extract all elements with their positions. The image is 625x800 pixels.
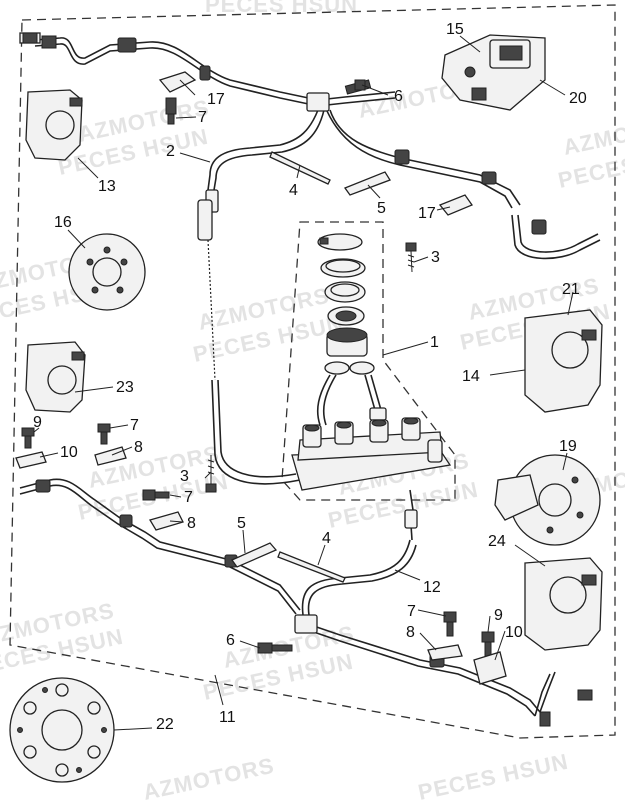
callout-20: 20 <box>569 90 587 107</box>
callout-6: 6 <box>226 632 235 649</box>
callout-22: 22 <box>156 716 174 733</box>
bolt <box>142 489 170 501</box>
bolt <box>97 423 111 445</box>
callout-21: 21 <box>562 281 580 298</box>
bolt <box>443 611 457 637</box>
callout-10: 10 <box>505 624 523 641</box>
bolt <box>167 113 175 125</box>
callout-7: 7 <box>407 603 416 620</box>
callout-9: 9 <box>33 414 42 431</box>
hose-clip <box>94 446 127 466</box>
callout-6: 6 <box>394 88 403 105</box>
callout-17: 17 <box>418 205 436 222</box>
callout-12: 12 <box>423 579 441 596</box>
bolt <box>257 642 293 654</box>
caliper-23 <box>25 341 86 413</box>
hose-clip <box>15 451 47 469</box>
hose-clip <box>473 651 507 685</box>
caliper-14 <box>524 309 603 413</box>
bolt <box>354 79 366 91</box>
brake-disc-16 <box>68 233 146 311</box>
callout-23: 23 <box>116 379 134 396</box>
hose-clip <box>438 194 473 216</box>
callout-2: 2 <box>166 143 175 160</box>
callout-13: 13 <box>98 178 116 195</box>
callout-1: 1 <box>430 334 439 351</box>
callout-3: 3 <box>431 249 440 266</box>
callout-labels: 1 2 3 3 4 4 5 5 6 6 7 7 7 7 8 8 8 9 9 10… <box>33 21 587 733</box>
screw <box>205 455 217 493</box>
parking-caliper-20 <box>441 34 546 111</box>
callout-24: 24 <box>488 533 506 550</box>
callout-5: 5 <box>377 200 386 217</box>
screw <box>405 242 417 273</box>
bolt <box>21 427 35 449</box>
caliper-13 <box>25 89 83 161</box>
cable-tie <box>277 551 346 583</box>
hose-clip <box>427 644 463 661</box>
hose-clip <box>158 71 197 93</box>
callout-7: 7 <box>130 417 139 434</box>
caliper-24 <box>524 557 603 651</box>
lower-brake-hose <box>19 478 593 727</box>
watermark-text: PECES HSUN <box>416 749 571 800</box>
callout-3: 3 <box>180 468 189 485</box>
callout-4: 4 <box>322 530 331 547</box>
callout-19: 19 <box>559 438 577 455</box>
hose-kit-outline <box>9 4 616 739</box>
callout-10: 10 <box>60 444 78 461</box>
bolt <box>165 97 177 115</box>
callout-7: 7 <box>198 109 207 126</box>
master-cylinder-kit-outline <box>281 221 456 501</box>
callout-5: 5 <box>237 515 246 532</box>
callout-14: 14 <box>462 368 480 385</box>
brake-disc-19 <box>494 454 601 546</box>
callout-11: 11 <box>219 709 236 726</box>
callout-16: 16 <box>54 214 72 231</box>
hose-clip <box>149 511 184 531</box>
brake-disc-22 <box>9 677 115 783</box>
callout-8: 8 <box>134 439 143 456</box>
clamp <box>231 542 278 568</box>
callout-8: 8 <box>187 515 196 532</box>
master-cylinder <box>291 233 452 511</box>
callout-17: 17 <box>207 91 225 108</box>
watermark-text: PECES HSUN <box>205 0 358 17</box>
callout-8: 8 <box>406 624 415 641</box>
leader-lines <box>33 35 574 731</box>
watermark-text: AZMOTORS <box>141 753 277 800</box>
clamp <box>343 171 391 196</box>
callout-9: 9 <box>494 607 503 624</box>
callout-4: 4 <box>289 182 298 199</box>
bolt <box>481 631 495 657</box>
callout-7: 7 <box>184 489 193 506</box>
bolt <box>22 32 38 44</box>
rear-hose-line <box>197 199 301 485</box>
callout-15: 15 <box>446 21 464 38</box>
cable-tie <box>269 151 331 185</box>
